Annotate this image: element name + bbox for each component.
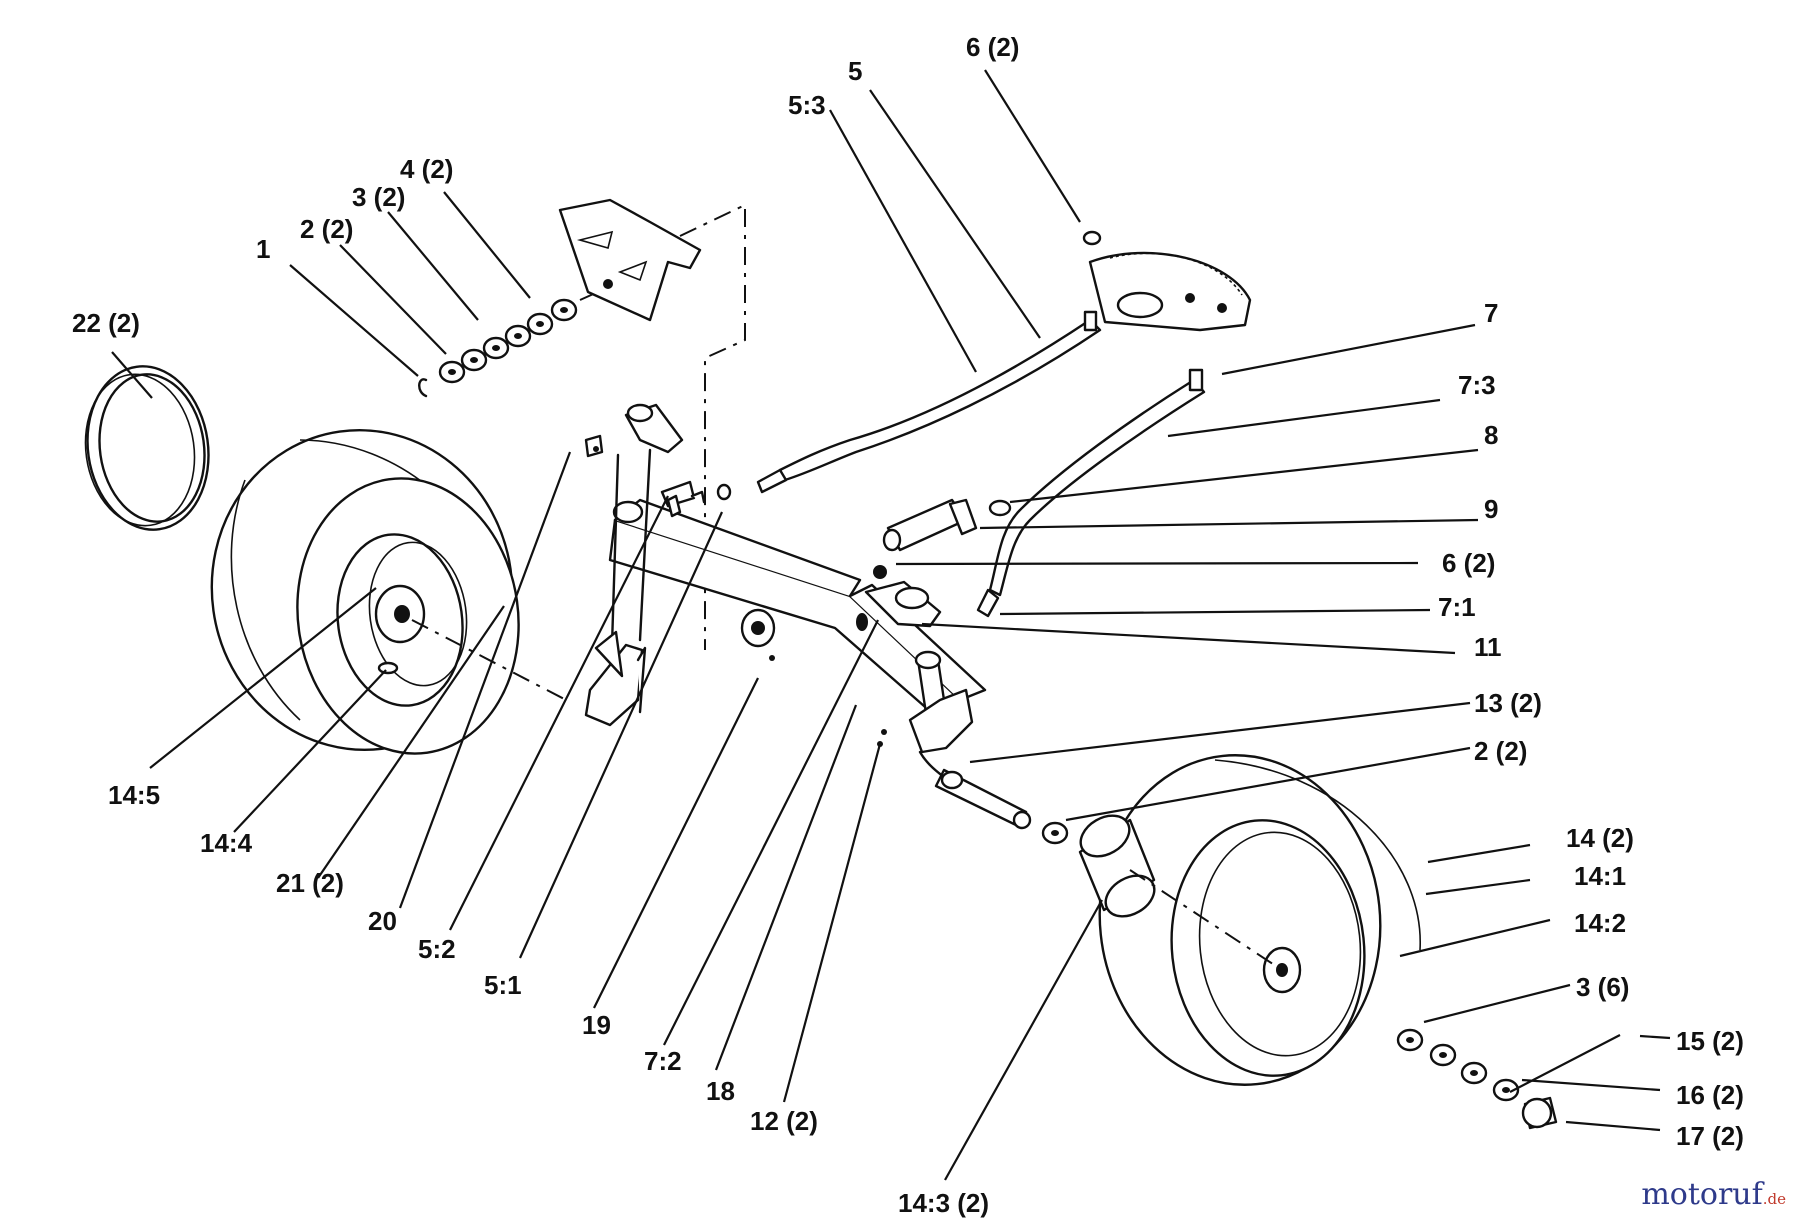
frame-bracket — [558, 198, 746, 650]
callout-6-mid: 6 (2) — [1442, 548, 1495, 578]
callout-5-1: 5:1 — [484, 970, 522, 1000]
callout-14-5: 14:5 — [108, 780, 160, 810]
right-spindle — [856, 580, 1283, 971]
watermark-logo: motoruf.de — [1641, 1177, 1786, 1212]
callout-12: 12 (2) — [750, 1106, 818, 1136]
callout-18: 18 — [706, 1076, 735, 1106]
callout-14-2: 14:2 — [1574, 908, 1626, 938]
callout-14-4: 14:4 — [200, 828, 253, 858]
leader-lines — [111, 69, 1671, 1181]
callout-14-1: 14:1 — [1574, 861, 1626, 891]
callout-19: 19 — [582, 1010, 611, 1040]
callout-5-3: 5:3 — [788, 90, 826, 120]
callout-22: 22 (2) — [72, 308, 140, 338]
callout-6-top: 6 (2) — [966, 32, 1019, 62]
callout-4: 4 (2) — [400, 154, 453, 184]
hub-cap-22 — [84, 365, 210, 531]
callout-3: 3 (2) — [352, 182, 405, 212]
callout-13: 13 (2) — [1474, 688, 1542, 718]
left-wheel — [210, 428, 520, 755]
callout-21: 21 (2) — [276, 868, 344, 898]
right-washers — [1041, 821, 1558, 1130]
watermark-main: motoruf — [1641, 1177, 1763, 1212]
callout-20: 20 — [368, 906, 397, 936]
bushing — [873, 498, 1012, 579]
callout-labels: 1 2 (2) 3 (2) 4 (2) 22 (2) 5:3 5 6 (2) 7… — [72, 32, 1744, 1218]
left-spindle — [411, 403, 684, 727]
sector-gear — [1082, 230, 1252, 332]
callout-7-3: 7:3 — [1458, 370, 1496, 400]
callout-7: 7 — [1484, 298, 1498, 328]
callout-16: 16 (2) — [1676, 1080, 1744, 1110]
callout-9: 9 — [1484, 494, 1498, 524]
callout-2-right: 2 (2) — [1474, 736, 1527, 766]
drag-link — [756, 310, 1102, 494]
callout-17: 17 (2) — [1676, 1121, 1744, 1151]
callout-1: 1 — [256, 234, 270, 264]
callout-11: 11 — [1474, 632, 1502, 662]
callout-3-6: 3 (6) — [1576, 972, 1629, 1002]
callout-8: 8 — [1484, 420, 1498, 450]
pins — [660, 480, 732, 518]
callout-14-3: 14:3 (2) — [898, 1188, 989, 1218]
right-wheel — [1098, 754, 1421, 1086]
callout-2: 2 (2) — [300, 214, 353, 244]
tie-rod — [976, 368, 1206, 618]
callout-7-2: 7:2 — [644, 1046, 682, 1076]
watermark-suffix: .de — [1762, 1190, 1786, 1208]
callout-5: 5 — [848, 56, 862, 86]
top-washers — [418, 281, 621, 398]
callout-5-2: 5:2 — [418, 934, 456, 964]
callout-15: 15 (2) — [1676, 1026, 1744, 1056]
callout-7-1: 7:1 — [1438, 592, 1476, 622]
wheel-spacer — [1078, 814, 1156, 918]
callout-14: 14 (2) — [1566, 823, 1634, 853]
